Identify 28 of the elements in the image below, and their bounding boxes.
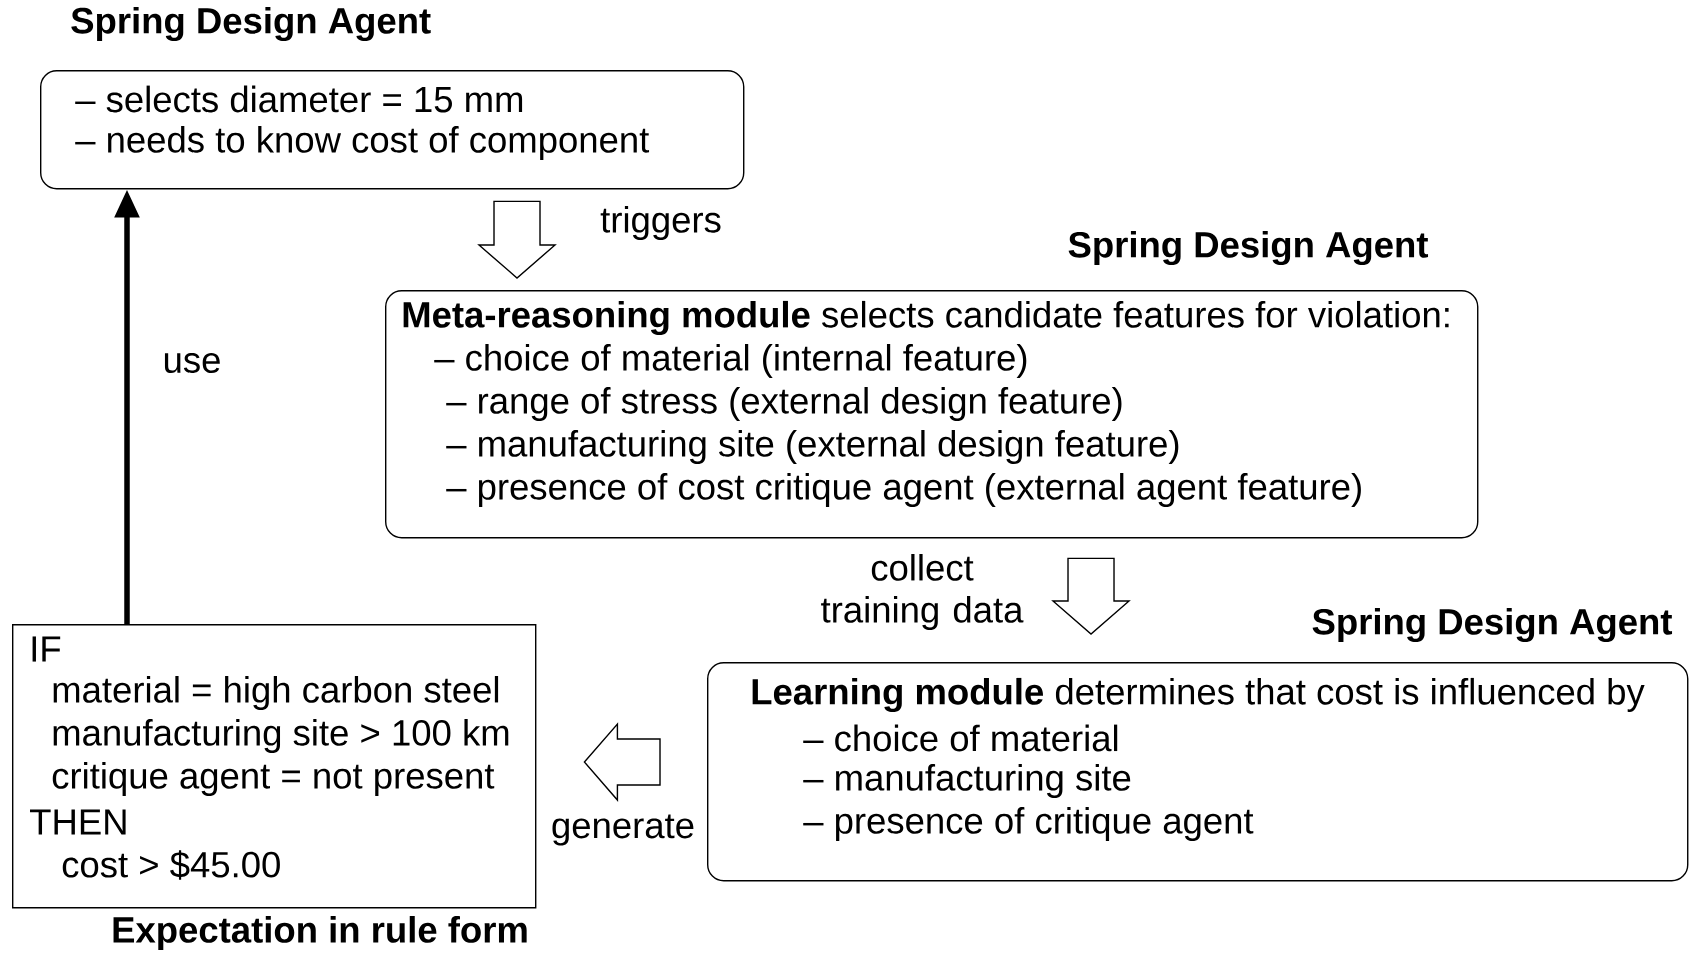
box-text: – choice of material xyxy=(803,724,1118,752)
block-arrow xyxy=(583,722,661,802)
box-text: material = high carbon steel xyxy=(53,676,499,710)
box-text: critique agent = not present xyxy=(52,762,495,797)
box-text: – presence of critique agent xyxy=(803,807,1254,842)
box-text: – presence of cost critique agent (external agent feature) xyxy=(446,473,1361,507)
block-arrow xyxy=(477,200,557,279)
box-text: manufacturing site > 100 km xyxy=(53,719,509,754)
block-arrow xyxy=(1051,557,1131,635)
box-text: Learning module determines that cost is influenced by xyxy=(752,677,1645,713)
edge-label: generate xyxy=(548,812,698,848)
node-heading: Spring Design Agent xyxy=(1068,230,1429,266)
box-text: – needs to know cost of component xyxy=(75,126,650,160)
box-text: cost > $45.00 xyxy=(62,850,280,880)
box-text: – manufacturing site xyxy=(803,764,1131,799)
edge-label: collect training data xyxy=(812,552,1032,632)
box-text: THEN xyxy=(30,809,126,835)
node-heading: Spring Design Agent xyxy=(1312,607,1673,643)
node-heading: Spring Design Agent xyxy=(71,6,431,42)
edge-label: triggers xyxy=(598,204,724,242)
box-text: – range of stress (external design feature) xyxy=(446,387,1122,421)
box-text: Meta-reasoning module selects candidate features for violation: xyxy=(403,300,1449,336)
node-heading: Expectation in rule form xyxy=(113,916,527,951)
box-text: – selects diameter = 15 mm xyxy=(75,85,523,113)
edge-label: use xyxy=(160,351,224,375)
box-text: – choice of material (internal feature) xyxy=(434,344,1027,378)
box-text: – manufacturing site (external design feature) xyxy=(446,430,1179,464)
box-text: IF xyxy=(32,636,61,662)
